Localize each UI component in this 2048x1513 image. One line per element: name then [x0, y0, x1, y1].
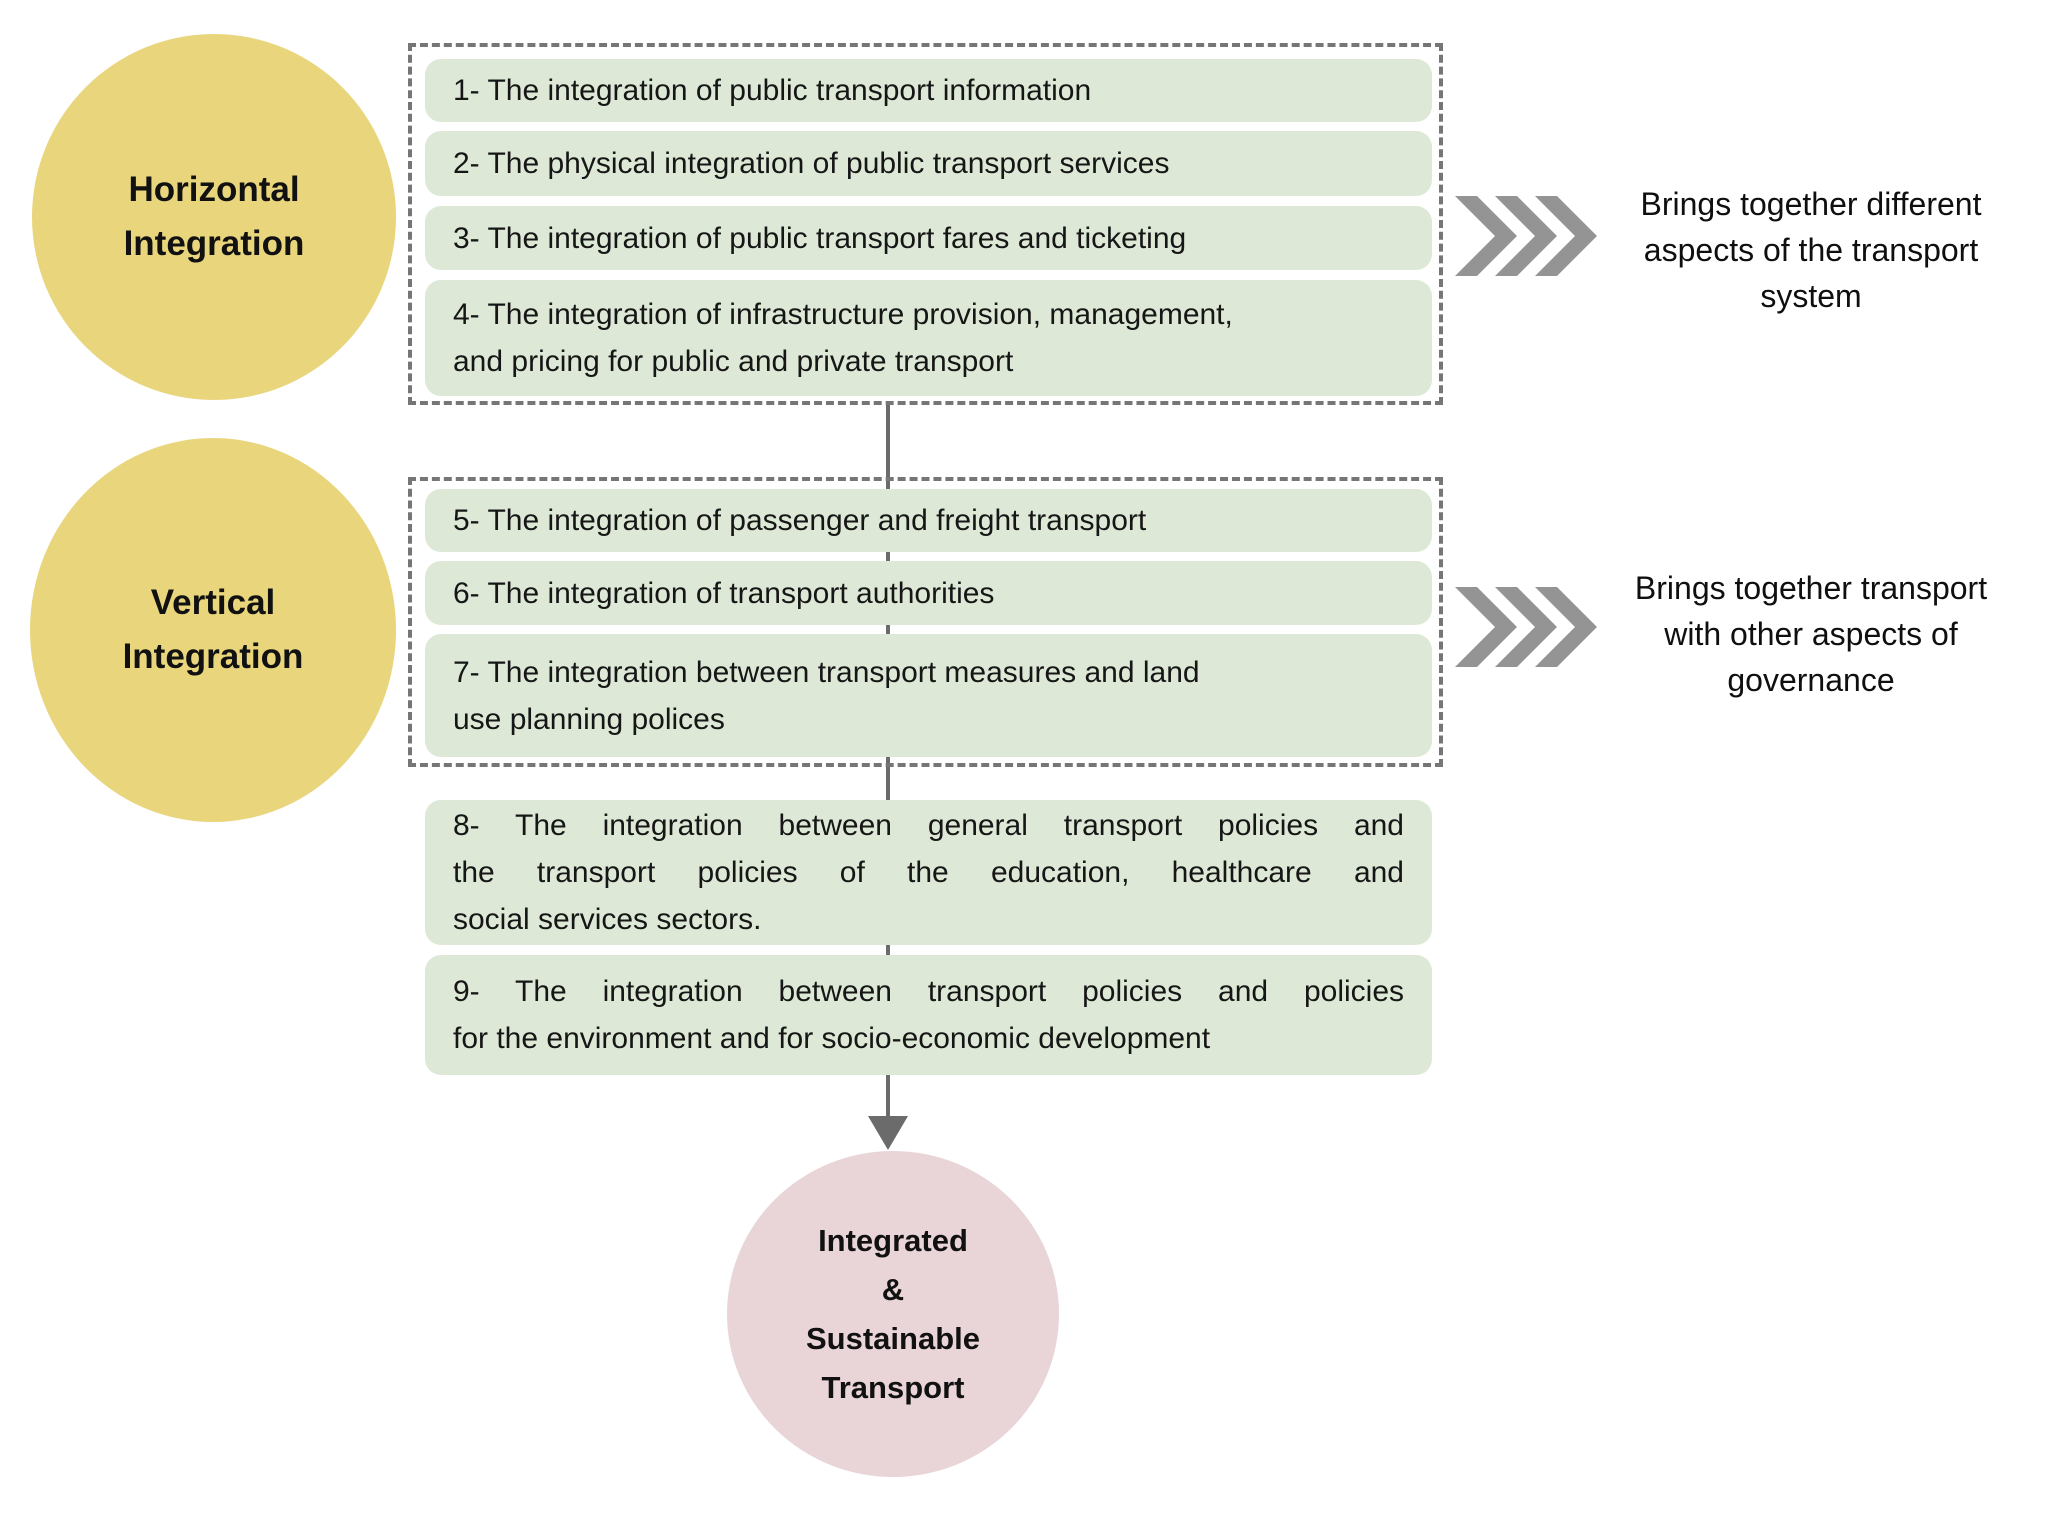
vertical-integration-circle: Vertical Integration: [30, 438, 396, 822]
item-text: social services sectors.: [453, 903, 762, 936]
item-text: 1- The integration of public transport i…: [453, 74, 1092, 107]
chevron-svg: [1455, 587, 1597, 667]
triple-chevron-right-icon: [1455, 196, 1597, 276]
circle-label-line: Sustainable: [806, 1321, 980, 1356]
item-box-8: 8- The integration between general trans…: [425, 800, 1432, 945]
item-box-7: 7- The integration between transport mea…: [425, 634, 1432, 757]
circle-label-line: &: [881, 1272, 905, 1307]
note-line: with other aspects of: [1664, 616, 1958, 652]
item-text: the transport policies of the education,…: [453, 856, 1404, 889]
horizontal-integration-circle: Horizontal Integration: [32, 34, 396, 400]
vertical-group-dashed-border: [408, 477, 1443, 767]
item-text: and pricing for public and private trans…: [453, 345, 1014, 378]
circle-label-line: Integration: [123, 224, 305, 263]
note-line: governance: [1727, 662, 1895, 698]
item-text: 6- The integration of transport authorit…: [453, 576, 995, 610]
circle-label-line: Horizontal: [128, 170, 300, 209]
item-text: use planning polices: [453, 702, 725, 736]
item-box-2: 2- The physical integration of public tr…: [425, 131, 1432, 196]
circle-label-line: Transport: [821, 1370, 965, 1405]
item-box-9: 9- The integration between transport pol…: [425, 955, 1432, 1075]
circle-label-line: Vertical: [150, 583, 276, 622]
item-box-6: 6- The integration of transport authorit…: [425, 561, 1432, 625]
item-box-4: 4- The integration of infrastructure pro…: [425, 280, 1432, 396]
horizontal-arrow-note: Brings together different aspects of the…: [1590, 181, 2032, 319]
item-box-1: 1- The integration of public transport i…: [425, 59, 1432, 122]
circle-label-line: Integration: [122, 637, 304, 676]
item-box-5: 5- The integration of passenger and frei…: [425, 489, 1432, 552]
note-line: system: [1760, 278, 1862, 314]
vertical-arrow-note: Brings together transport with other asp…: [1590, 565, 2032, 703]
item-text: 4- The integration of infrastructure pro…: [453, 298, 1233, 331]
chevron-svg: [1455, 196, 1597, 276]
item-box-3: 3- The integration of public transport f…: [425, 206, 1432, 270]
item-text: 3- The integration of public transport f…: [453, 221, 1187, 255]
item-text: 5- The integration of passenger and frei…: [453, 504, 1147, 537]
circle-label-line: Integrated: [818, 1223, 968, 1258]
connector-line: [886, 404, 890, 1118]
item-text: for the environment and for socio-econom…: [453, 1022, 1211, 1055]
item-text: 2- The physical integration of public tr…: [453, 147, 1170, 180]
item-text: 8- The integration between general trans…: [453, 809, 1404, 842]
integrated-sustainable-transport-circle: Integrated & Sustainable Transport: [727, 1151, 1059, 1477]
triple-chevron-right-icon: [1455, 587, 1597, 667]
note-line: Brings together different: [1640, 186, 1982, 222]
note-line: aspects of the transport: [1643, 232, 1979, 268]
item-text: 9- The integration between transport pol…: [453, 975, 1404, 1008]
horizontal-group-dashed-border: [408, 43, 1443, 405]
arrow-down-icon: [868, 1116, 908, 1150]
item-text: 7- The integration between transport mea…: [453, 655, 1200, 689]
note-line: Brings together transport: [1634, 570, 1988, 606]
